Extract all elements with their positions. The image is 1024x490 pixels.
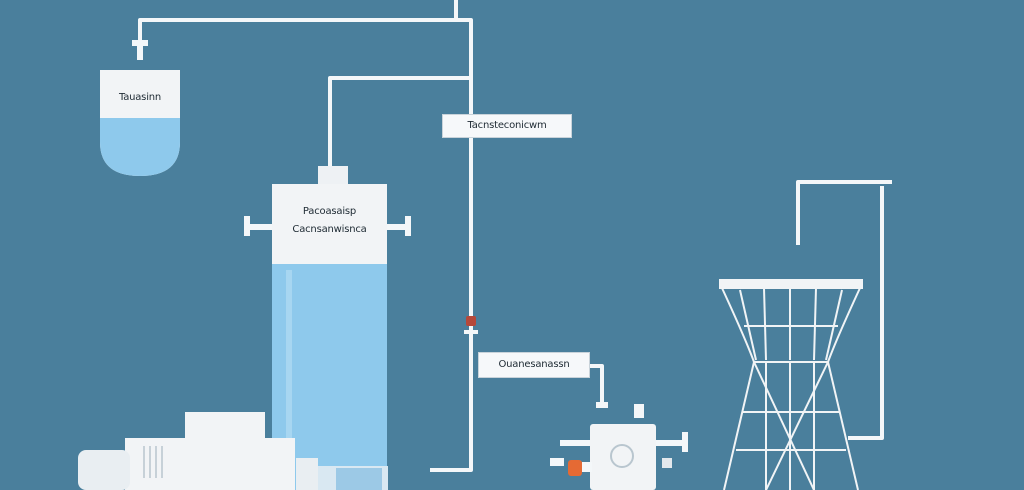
feed-tank-label: Tauasinn: [118, 92, 162, 103]
top-label-text: Tacnsteconicwm: [467, 120, 547, 131]
column-label-line1: Pacoasaisp: [302, 206, 357, 217]
pipe-column-feed: [328, 76, 471, 168]
riser-valve: [464, 316, 478, 334]
pipe-top-feed: [138, 18, 473, 472]
column-label-line2: Cacnsanwisnca: [292, 224, 367, 235]
pump-icon: [590, 424, 656, 490]
top-label-box: Tacnsteconicwm: [442, 114, 572, 138]
feed-tank: [100, 40, 180, 176]
pump-label-text: Ouanesanassn: [498, 359, 570, 370]
pump-label-box: Ouanesanassn: [478, 352, 590, 378]
pipe-tower-drain: [848, 186, 884, 440]
motor-block-icon: [185, 412, 265, 442]
cooling-tower-icon: [719, 279, 863, 289]
pump-valve: [568, 460, 582, 476]
pump-assembly: [550, 402, 688, 490]
feed-tank-water: [100, 118, 180, 176]
pipe-network: [138, 0, 892, 472]
pipe-pump-riser: [590, 364, 604, 402]
motor-block: [78, 412, 388, 490]
cooling-tower: [719, 279, 863, 490]
pipe-tower-return: [796, 180, 892, 245]
